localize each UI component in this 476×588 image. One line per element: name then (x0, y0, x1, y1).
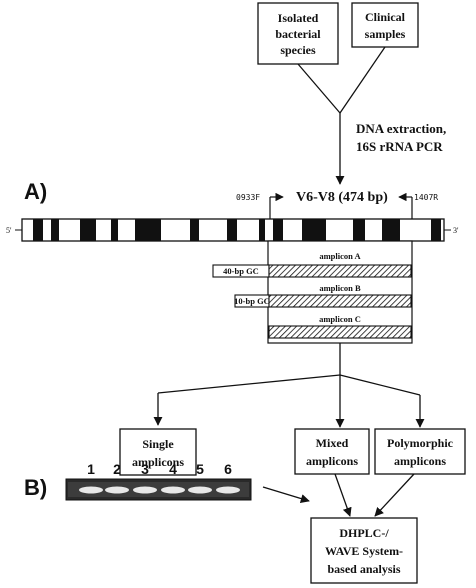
primer-reverse-label: 1407R (414, 193, 438, 202)
isolated-line-3: species (280, 43, 316, 57)
gel-image (65, 478, 252, 501)
polymorphic-line-1: Polymorphic (387, 436, 454, 450)
analysis-line-1: DHPLC-/ (339, 526, 389, 540)
variable-region-v6a (259, 219, 265, 241)
gel-band-1 (79, 486, 103, 494)
five-prime-end: 5' (6, 226, 12, 235)
variable-region-v7 (302, 219, 326, 241)
amplicon-a-bar (268, 264, 412, 278)
arrow-mixed-to-analysis (334, 473, 352, 517)
amplicon-a-label: amplicon A (319, 251, 361, 261)
variable-region-v4 (190, 219, 199, 241)
merge-line-right (339, 46, 386, 114)
step-line-2: 16S rRNA PCR (356, 139, 443, 154)
lane-label-5: 5 (196, 461, 204, 477)
clinical-line-1: Clinical (365, 10, 406, 24)
arrow-polymorphic-to-analysis (374, 473, 415, 517)
amplicon-b-label: amplicon B (319, 283, 361, 293)
panel-a-label: A) (24, 179, 47, 204)
step-line-1: DNA extraction, (356, 121, 446, 136)
gc-clamp-10-label: 10-bp GC (234, 296, 270, 306)
amplicon-c-label: amplicon C (319, 314, 361, 324)
gel-band-5 (188, 486, 212, 494)
mixed-amplicons-box: Mixed amplicons (294, 428, 370, 475)
analysis-box: DHPLC-/ WAVE System- based analysis (310, 517, 418, 584)
three-prime-end: 3' (453, 226, 459, 235)
clinical-line-2: samples (365, 27, 406, 41)
variable-region-v5 (227, 219, 237, 241)
gene-bar (21, 218, 445, 242)
mixed-line-1: Mixed (316, 436, 349, 450)
lane-label-1: 1 (87, 461, 95, 477)
polymorphic-line-2: amplicons (394, 454, 446, 468)
gel-band-3 (133, 486, 157, 494)
region-label: V6-V8 (474 bp) (296, 190, 388, 205)
lane-label-3: 3 (141, 461, 149, 477)
variable-region-v2b (80, 219, 96, 241)
variable-region-v3b (135, 219, 161, 241)
isolated-line-2: bacterial (275, 27, 321, 41)
branch-left (157, 374, 341, 394)
variable-region-v9 (431, 219, 441, 241)
mixed-line-2: amplicons (306, 454, 358, 468)
clinical-samples-box: Clinical samples (351, 2, 419, 48)
amplicon-c-bar (268, 325, 412, 339)
lane-label-2: 2 (113, 461, 121, 477)
isolated-line-1: Isolated (278, 11, 319, 25)
lane-label-4: 4 (169, 461, 177, 477)
variable-region-v8a (353, 219, 365, 241)
gc-clamp-40-label: 40-bp GC (223, 266, 259, 276)
branch-right (339, 374, 421, 396)
polymorphic-amplicons-box: Polymorphic amplicons (374, 428, 466, 475)
merge-line-left (297, 63, 341, 114)
lane-label-6: 6 (224, 461, 232, 477)
isolated-bacterial-species-box: Isolated bacterial species (257, 2, 339, 65)
variable-region-v3a (111, 219, 118, 241)
variable-region-v8b (382, 219, 400, 241)
variable-region-v1 (33, 219, 43, 241)
variable-region-v2a (51, 219, 59, 241)
panel-b-label: B) (24, 475, 47, 500)
gel-band-2 (105, 486, 129, 494)
gel-band-4 (161, 486, 185, 494)
arrow-gel-to-analysis (262, 486, 310, 503)
gel-band-6 (216, 486, 240, 494)
single-line-2: amplicons (132, 455, 184, 469)
analysis-line-2: WAVE System- (325, 544, 403, 558)
primer-forward-label: 0933F (236, 193, 260, 202)
single-line-1: Single (142, 437, 174, 451)
analysis-line-3: based analysis (327, 562, 400, 576)
single-amplicons-box: Single amplicons (119, 428, 197, 476)
variable-region-v6b (273, 219, 283, 241)
amplicon-b-bar (268, 294, 412, 308)
